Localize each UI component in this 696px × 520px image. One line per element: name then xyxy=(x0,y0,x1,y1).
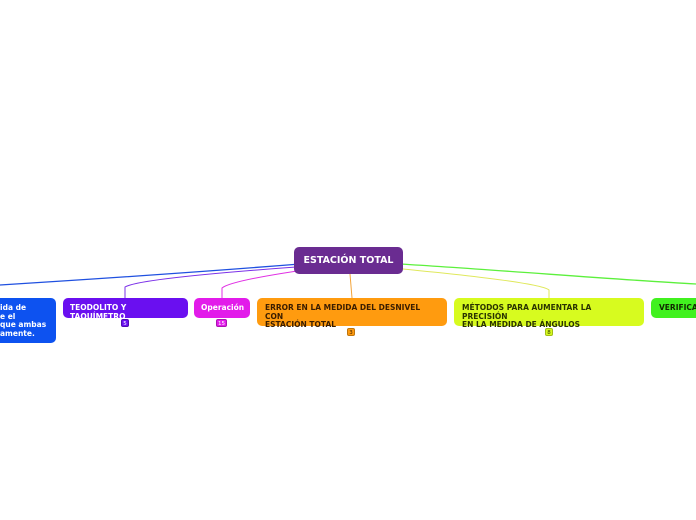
root-topic[interactable]: ESTACIÓN TOTAL xyxy=(294,247,403,274)
connector-b0 xyxy=(0,263,301,286)
connector-b1 xyxy=(124,265,311,298)
topic-partial-left[interactable]: ida de e el que ambas amente. xyxy=(0,298,56,343)
topic-metodos-precision[interactable]: MÉTODOS PARA AUMENTAR LA PRECISIÓN EN LA… xyxy=(454,298,644,329)
topic-count-badge[interactable]: 3 xyxy=(347,328,355,336)
connector-b3 xyxy=(349,273,353,299)
connector-b4 xyxy=(391,267,550,298)
connector-b5 xyxy=(399,263,696,285)
topic-verificacion-partial[interactable]: VERIFICA xyxy=(651,298,696,318)
topic-operacion[interactable]: Operación xyxy=(194,298,250,318)
topic-count-badge[interactable]: 5 xyxy=(121,319,129,327)
topic-count-badge[interactable]: 8 xyxy=(545,328,553,336)
topic-teodolito-taquimetro[interactable]: TEODOLITO Y TAQUÍMETRO xyxy=(63,298,188,320)
topic-error-desnivel[interactable]: ERROR EN LA MEDIDA DEL DESNIVEL CON ESTA… xyxy=(257,298,447,329)
topic-count-badge[interactable]: 15 xyxy=(216,319,227,327)
